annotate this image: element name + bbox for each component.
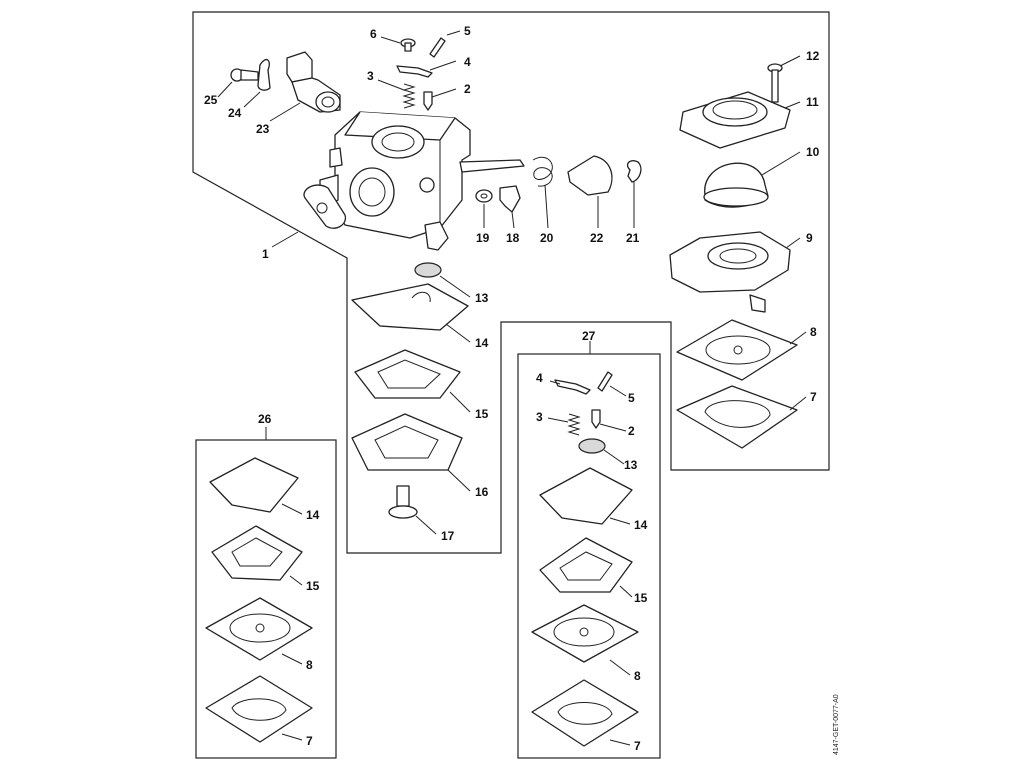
pump-body-9-part [669, 231, 791, 313]
screw-25-part [230, 68, 259, 82]
callout-5: 5 [464, 24, 471, 38]
lever-4-part [396, 65, 433, 78]
callout-19: 19 [476, 231, 490, 245]
kit-27-pin-5-part [597, 371, 613, 392]
callout-26: 26 [258, 412, 272, 426]
callout-10: 10 [806, 145, 820, 159]
e-clip-21-part [626, 160, 642, 183]
kit-27-callout-5: 5 [628, 391, 635, 405]
metering-cover-16-part [351, 413, 463, 471]
callout-13: 13 [475, 291, 489, 305]
callout-18: 18 [506, 231, 520, 245]
clip-24-part [257, 58, 271, 91]
primer-bulb-10-part [703, 162, 769, 208]
cam-22-part [567, 155, 613, 196]
kit-26-diaphragm-8-part [205, 597, 313, 661]
callout-labels: 1 6 5 4 3 2 25 24 23 19 18 20 22 21 12 1… [204, 24, 820, 753]
inlet-needle-2-part [423, 91, 433, 111]
kit-27-gasket-15-part [539, 537, 633, 593]
callout-22: 22 [590, 231, 604, 245]
kit-26-callout-15: 15 [306, 579, 320, 593]
drawing-code: 4147-GET-0077-A0 [833, 694, 840, 755]
kit-27-callout-13: 13 [624, 458, 638, 472]
metering-diaphragm-14-part [351, 283, 469, 331]
callout-11: 11 [806, 95, 819, 109]
screw-12-part [767, 63, 783, 103]
callout-17: 17 [441, 529, 455, 543]
kit-27-callout-4: 4 [536, 371, 543, 385]
kit-26-callout-14: 14 [306, 508, 320, 522]
callout-16: 16 [475, 485, 489, 499]
kit-27-frame [517, 353, 661, 759]
kit-27-screen-13-part [578, 438, 606, 454]
kit-27-spring-3-part [567, 413, 581, 436]
torsion-spring-20-part [532, 156, 553, 187]
kit-27-needle-2-part [591, 409, 601, 429]
carburetor-body-part [303, 111, 525, 251]
callout-20: 20 [540, 231, 554, 245]
callout-6: 6 [370, 27, 377, 41]
screen-13-part [414, 262, 442, 278]
callout-3: 3 [367, 69, 374, 83]
callout-1: 1 [262, 247, 269, 261]
kit-27-diaphragm-8-part [531, 604, 639, 663]
kit-27-callout-15: 15 [634, 591, 648, 605]
screw-6-part [400, 38, 416, 52]
main-assembly-frame [192, 11, 830, 554]
gasket-15-part [354, 349, 461, 399]
callout-8: 8 [810, 325, 817, 339]
spring-3-part [402, 83, 416, 109]
solenoid-23-part [286, 51, 341, 113]
kit-26-callout-8: 8 [306, 658, 313, 672]
callout-23: 23 [256, 122, 270, 136]
kit-27-lever-4-part [554, 379, 591, 395]
kit-27-callout-14: 14 [634, 518, 648, 532]
screw-17-part [388, 485, 418, 519]
leader-lines [217, 30, 807, 746]
lever-18-part [499, 185, 521, 213]
callout-15: 15 [475, 407, 489, 421]
diaphragm-8-part [676, 319, 798, 381]
kit-27-callout-8: 8 [634, 669, 641, 683]
pin-5-part [429, 37, 446, 58]
kit-26-gasket-15-part [211, 525, 303, 581]
callout-24: 24 [228, 106, 242, 120]
kit-27-callout-2: 2 [628, 424, 635, 438]
callout-14: 14 [475, 336, 489, 350]
kit-26-diaphragm-14-part [209, 457, 299, 513]
nut-19-part [475, 189, 493, 203]
callout-7: 7 [810, 390, 817, 404]
pump-cover-11-part [679, 91, 791, 149]
gasket-7-part [676, 385, 798, 449]
callout-2: 2 [464, 82, 471, 96]
callout-27: 27 [582, 329, 596, 343]
kit-27-diaphragm-14-part [539, 467, 633, 525]
callout-9: 9 [806, 231, 813, 245]
callout-21: 21 [626, 231, 640, 245]
kit-26-gasket-7-part [205, 675, 313, 743]
kit-27-callout-7: 7 [634, 739, 641, 753]
callout-25: 25 [204, 93, 218, 107]
callout-12: 12 [806, 49, 820, 63]
callout-4: 4 [464, 55, 471, 69]
kit-27-callout-3: 3 [536, 410, 543, 424]
kit-27-gasket-7-part [531, 679, 639, 747]
kit-26-callout-7: 7 [306, 734, 313, 748]
